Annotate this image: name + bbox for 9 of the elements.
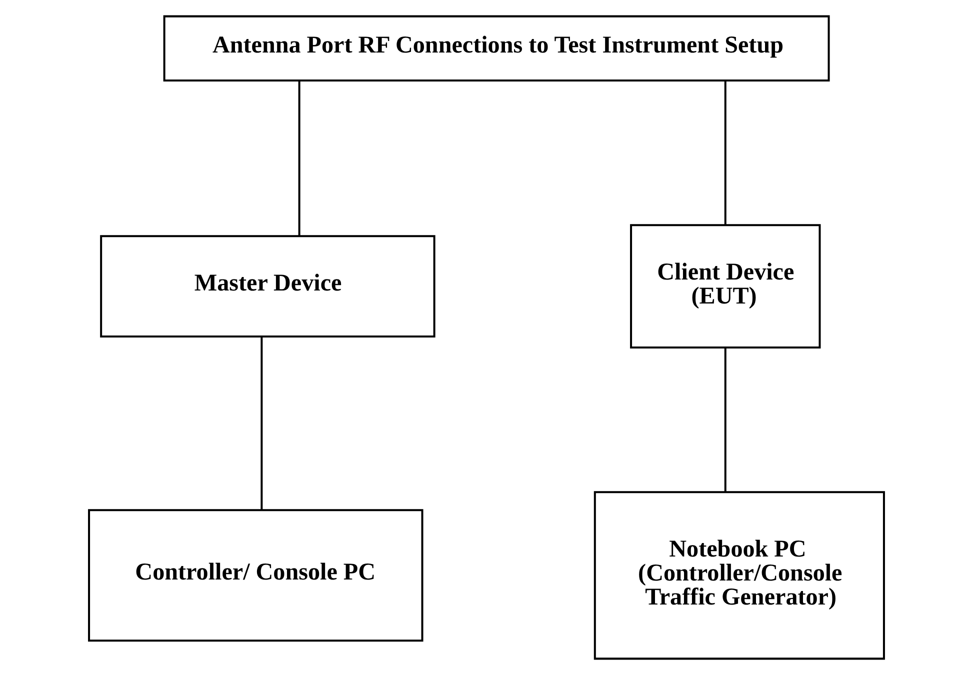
node-box: Notebook PC (Controller/Console Traffic Generator) xyxy=(594,491,885,660)
node-box: Controller/ Console PC xyxy=(88,509,424,642)
node-box: Client Device (EUT) xyxy=(630,224,821,349)
node-box: Antenna Port RF Connections to Test Instrument Setup xyxy=(163,15,830,82)
connector xyxy=(260,336,263,510)
connector xyxy=(724,82,726,226)
connector xyxy=(724,348,726,492)
connector xyxy=(298,82,300,236)
node-box: Master Device xyxy=(100,235,436,338)
